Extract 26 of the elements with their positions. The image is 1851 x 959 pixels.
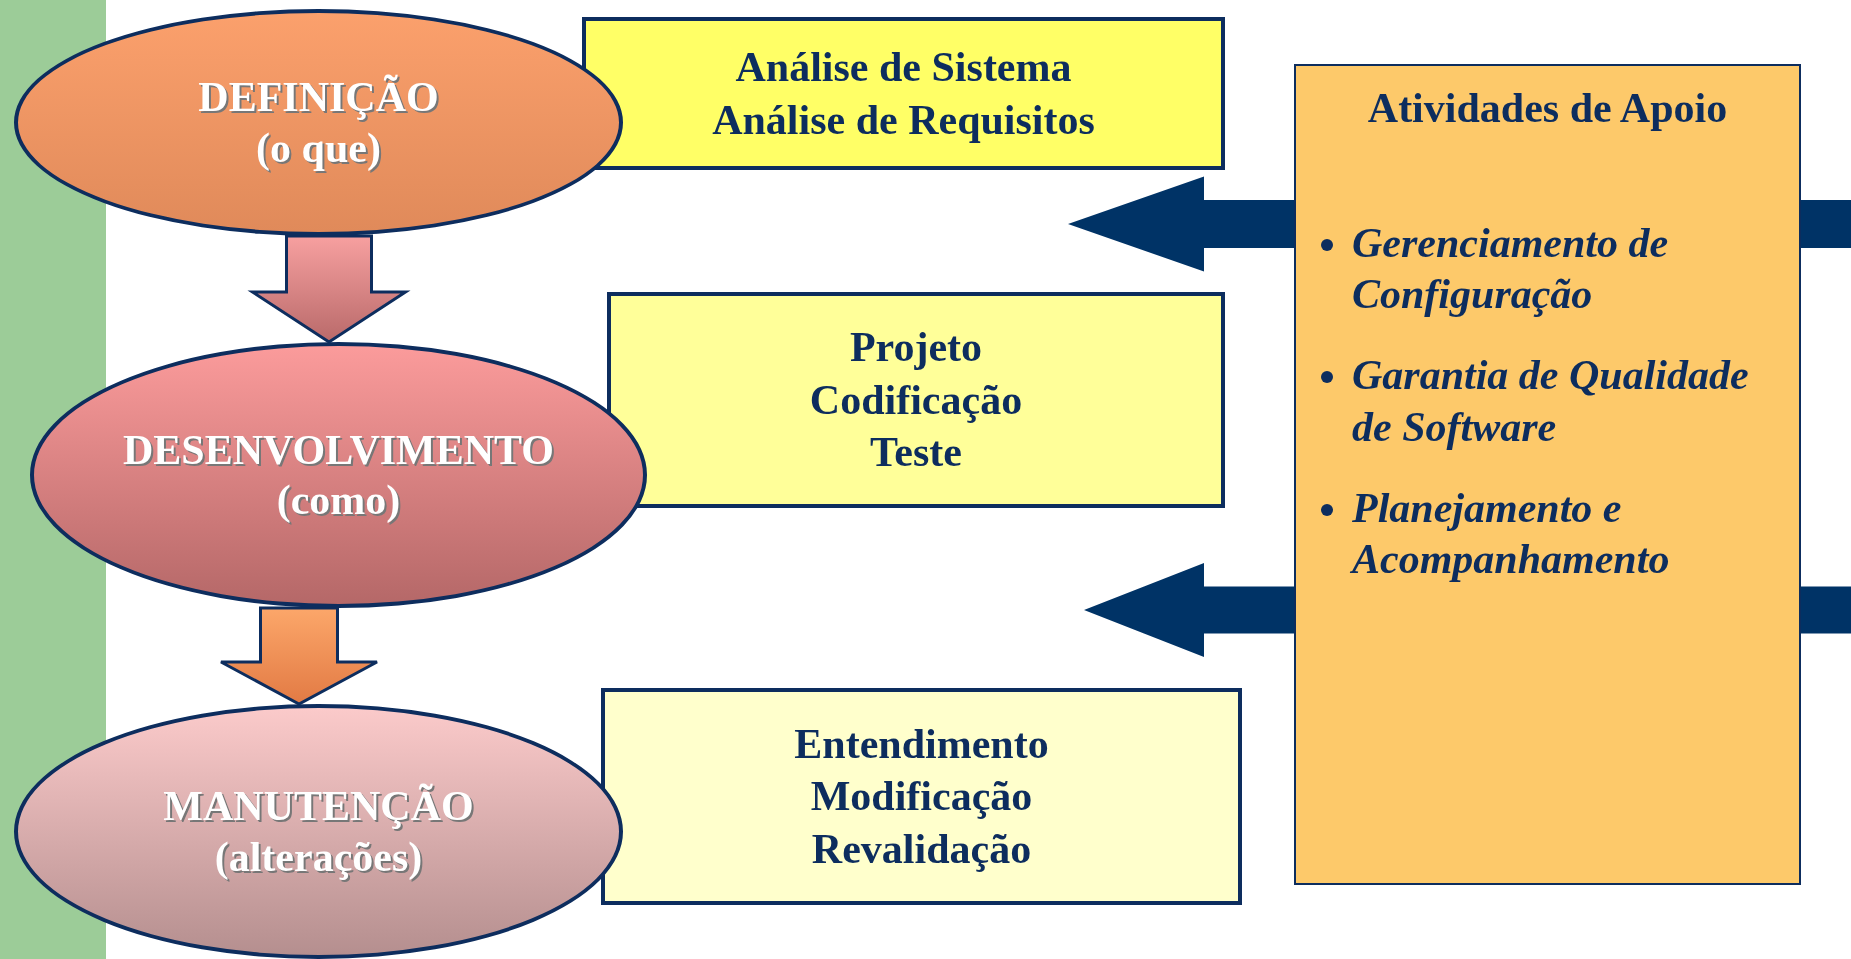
phase-title: MANUTENÇÃO xyxy=(163,782,474,832)
activity-text: Codificação xyxy=(809,375,1023,425)
activity-text: Revalidação xyxy=(811,824,1032,874)
list-item: Gerenciamento de Configuração xyxy=(1352,220,1669,318)
activity-text: Teste xyxy=(870,428,962,478)
arrow xyxy=(1068,176,1294,272)
activity-box xyxy=(601,688,1242,905)
activity-text: Entendimento xyxy=(794,719,1049,769)
support-panel xyxy=(1294,64,1801,885)
block-arrow xyxy=(247,234,411,344)
activity-text: Análise de Sistema xyxy=(735,43,1072,92)
block-arrow xyxy=(219,606,379,706)
list-item: Planejamento e Acompanhamento xyxy=(1352,484,1670,583)
panel-heading: Atividades de Apoio xyxy=(1366,84,1729,132)
activity-text: Análise de Requisitos xyxy=(712,95,1095,145)
activity-text: Projeto xyxy=(849,323,983,373)
phase-title: DEFINIÇÃO xyxy=(198,73,439,123)
phase-subtitle: (como) xyxy=(276,476,401,525)
arrow xyxy=(1084,563,1294,657)
phase-subtitle: (o que) xyxy=(256,123,381,173)
phase-subtitle: (alterações) xyxy=(214,832,423,882)
phase-title: DESENVOLVIMENTO xyxy=(123,425,554,475)
list-item: Garantia de Qualidade de Software xyxy=(1352,352,1749,450)
activity-box xyxy=(607,292,1225,508)
activity-text: Modificação xyxy=(810,772,1033,822)
activity-box xyxy=(582,17,1225,170)
